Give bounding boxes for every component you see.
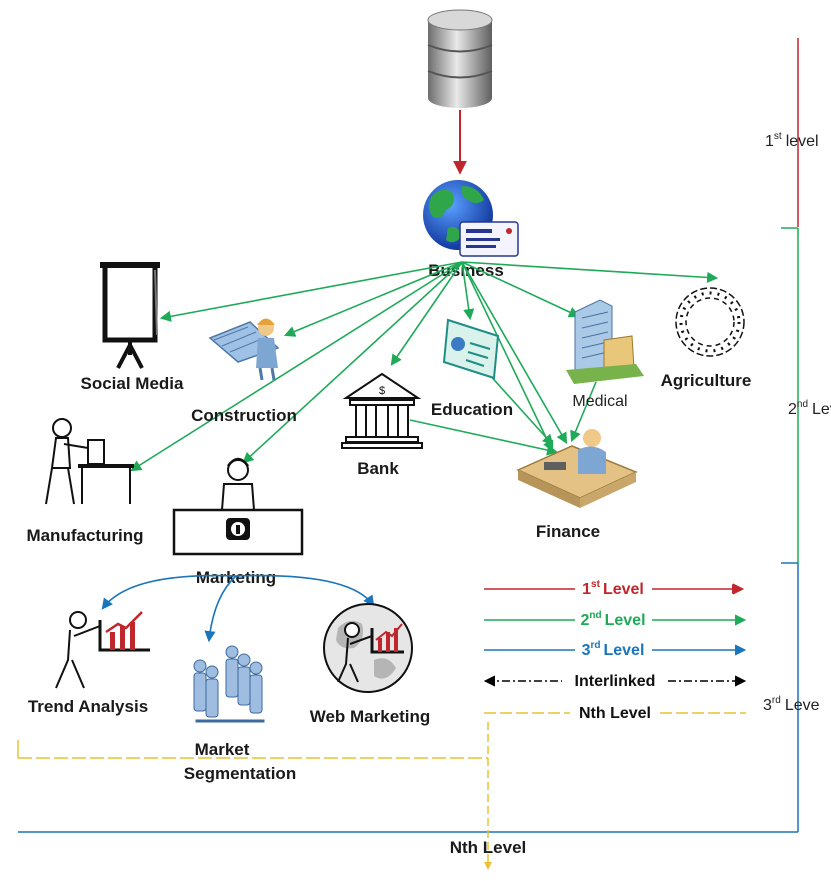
nth-level-bracket: [17, 722, 492, 870]
certificate-icon: [442, 318, 500, 380]
database-icon: [427, 9, 493, 108]
projector-screen-icon: [100, 262, 160, 369]
agriculture-label: Agriculture: [661, 371, 752, 390]
education-label: Education: [431, 400, 513, 419]
web-marketing-label: Web Marketing: [310, 707, 431, 726]
construction-label: Construction: [191, 406, 297, 425]
bank-label: Bank: [357, 459, 399, 478]
second-level-arrows: [130, 261, 719, 472]
nth-level-label: Nth Level: [450, 838, 527, 857]
trend-analysis-label: Trend Analysis: [28, 697, 148, 716]
svg-text:Interlinked: Interlinked: [575, 673, 656, 690]
third-level-arrows: [101, 574, 375, 643]
legend-nth-level: Nth Level: [484, 705, 746, 722]
engineer-icon: [208, 318, 280, 381]
svg-text:Nth Level: Nth Level: [579, 705, 651, 722]
people-group-icon: [193, 645, 265, 723]
factory-worker-icon: [45, 418, 134, 505]
market-segmentation-label-line1: Market: [195, 740, 250, 759]
wreath-icon: [675, 287, 745, 357]
trend-presenter-icon: [55, 611, 150, 689]
finance-desk-icon: [516, 429, 638, 508]
manufacturing-label: Manufacturing: [26, 526, 143, 545]
marketing-label: Marketing: [196, 568, 276, 587]
helpdesk-info-icon: [172, 457, 304, 556]
hospital-building-icon: [566, 299, 644, 384]
finance-label: Finance: [536, 522, 600, 541]
globe-presenter-icon: [323, 603, 413, 693]
social-media-label: Social Media: [81, 374, 185, 393]
id-card-icon: [459, 221, 519, 257]
svg-text:$: $: [379, 385, 385, 397]
market-segmentation-label-line2: Segmentation: [184, 764, 296, 783]
legend-interlinked: Interlinked: [483, 673, 747, 690]
medical-label: Medical: [572, 393, 627, 410]
level-brackets: [18, 38, 799, 833]
bank-icon: $: [341, 372, 423, 449]
